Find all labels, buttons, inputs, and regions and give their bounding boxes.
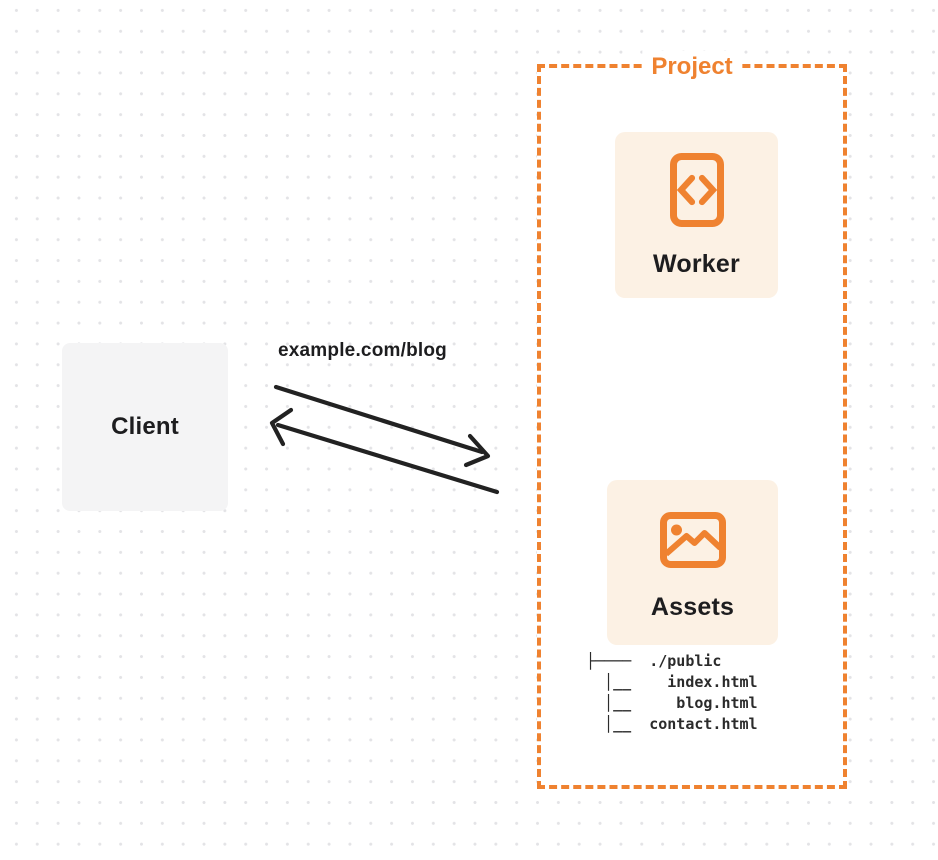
client-label: Client [111,413,179,440]
assets-node: Assets [607,480,778,645]
worker-label: Worker [653,250,740,278]
file-tree-line: ├──── ./public [586,652,722,670]
file-tree-line: │__ blog.html [586,694,758,712]
assets-label: Assets [650,593,735,621]
request-arrow [273,384,491,468]
client-node: Client [62,343,228,511]
response-arrow [269,407,500,495]
project-label: Project [642,51,742,83]
image-icon [659,512,726,573]
project-container: Project Worker Assets [537,51,847,789]
file-tree-line: │__ contact.html [586,715,758,733]
request-url-label: example.com/blog [278,340,447,361]
file-tree-line: │__ index.html [586,673,758,691]
code-file-icon [669,153,724,232]
assets-file-tree: ├──── ./public │__ index.html │__ blog.h… [586,651,758,735]
worker-node: Worker [615,132,778,298]
